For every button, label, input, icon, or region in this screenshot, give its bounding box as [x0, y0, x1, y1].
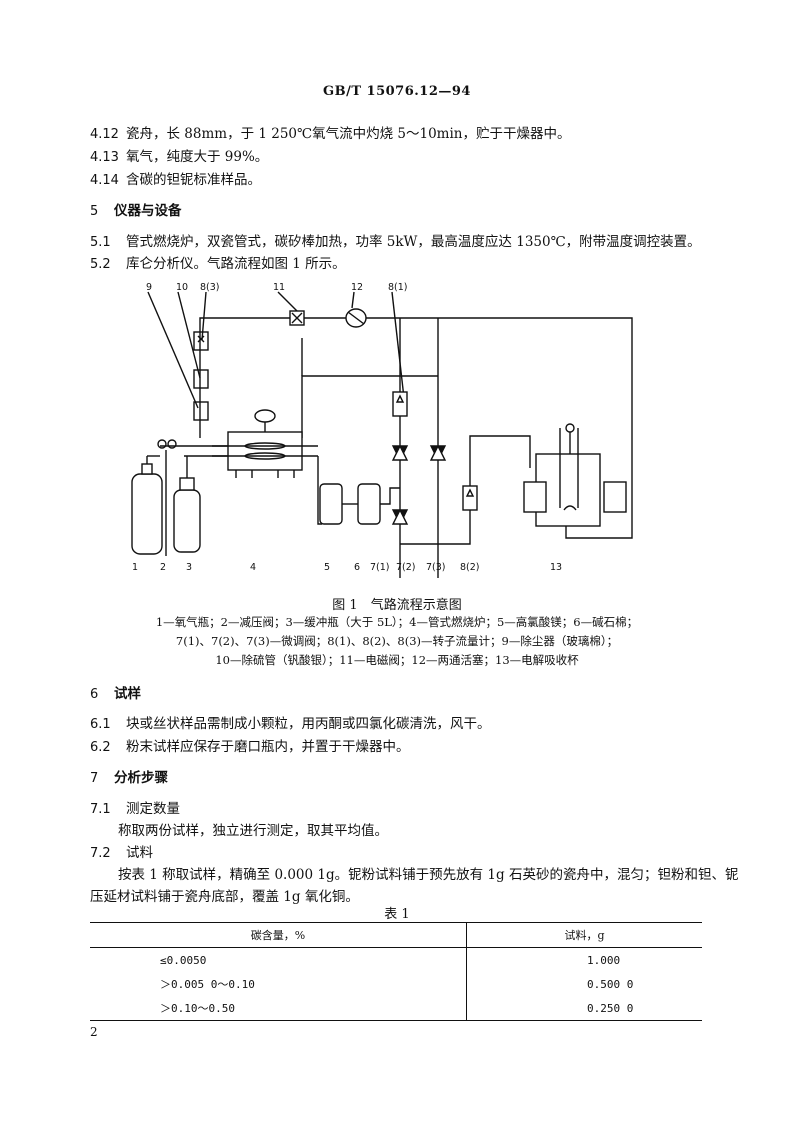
- item-text: 氧气，纯度大于 99%。: [126, 149, 269, 165]
- table-row: ≤0.0050 1.000: [90, 947, 702, 972]
- label-1: 1: [132, 562, 138, 573]
- reducing-valve-2: [157, 439, 167, 449]
- section-6-heading: 6 试样: [90, 682, 141, 702]
- item-number: 4.12: [90, 127, 119, 142]
- gas-flow-diagram: 9 10 8(3) 11 12 8(1): [131, 282, 633, 578]
- table-header-mass: 试料，g: [466, 922, 702, 948]
- rotameter-8-3: [193, 331, 209, 351]
- item-text: 瓷舟，长 88mm，于 1 250℃氧气流中灼烧 5～10min，贮于干燥器中。: [126, 126, 571, 142]
- label-5: 5: [324, 562, 330, 573]
- table-row: ＞0.10～0.50 0.250 0: [90, 996, 702, 1021]
- sample-mass-table: 碳含量，% 试料，g ≤0.0050 1.000 ＞0.005 0～0.10 0…: [90, 922, 702, 1021]
- label-8-1: 8(1): [388, 282, 408, 293]
- label-7-2: 7(2): [396, 562, 416, 573]
- tube-furnace-4: [227, 431, 303, 471]
- item-text: 管式燃烧炉，双瓷管式，碳矽棒加热，功率 5kW，最高温度应达 1350℃，附带温…: [126, 234, 701, 250]
- section-number: 7: [90, 771, 99, 786]
- section-7-heading: 7 分析步骤: [90, 766, 168, 786]
- page-header: GB/T 15076.12—94: [323, 84, 471, 99]
- section-number: 6: [90, 687, 99, 702]
- paragraph-7-2-line: 按表 1 称取试样，精确至 0.000 1g。铌粉试料铺于预先放有 1g 石英砂…: [118, 867, 739, 883]
- item-text: 粉末试样应保存于磨口瓶内，并置于干燥器中。: [126, 739, 410, 755]
- section-title: 仪器与设备: [114, 203, 182, 219]
- item-5-2: 5.2 库仑分析仪。气路流程如图 1 所示。: [90, 252, 346, 272]
- item-text: 含碳的钽铌标准样品。: [126, 172, 261, 188]
- desulfurizer-10: [193, 369, 209, 389]
- table-cell: 0.250 0: [466, 996, 702, 1021]
- paragraph-7-1: 称取两份试样，独立进行测定，取其平均值。: [118, 823, 388, 839]
- table-cell: ＞0.10～0.50: [90, 996, 467, 1021]
- section-title: 试样: [114, 686, 141, 702]
- item-number: 4.14: [90, 173, 119, 188]
- magnesium-perchlorate-5: [319, 483, 343, 525]
- label-8-3: 8(3): [200, 282, 220, 293]
- item-text: 测定数量: [126, 801, 180, 817]
- item-text: 试料: [126, 845, 153, 861]
- figure-legend-line: 7(1)、7(2)、7(3)—微调阀；8(1)、8(2)、8(3)—转子流量计；…: [175, 634, 619, 648]
- table-header-carbon: 碳含量，%: [90, 922, 467, 948]
- item-number: 6.2: [90, 740, 111, 755]
- label-13: 13: [550, 562, 562, 573]
- label-8-2: 8(2): [460, 562, 480, 573]
- label-7-1: 7(1): [370, 562, 390, 573]
- item-6-1: 6.1 块或丝状样品需制成小颗粒，用丙酮或四氯化碳清洗，风干。: [90, 712, 491, 732]
- rotameter-8-2: [462, 485, 478, 511]
- label-4: 4: [250, 562, 256, 573]
- item-number: 6.1: [90, 717, 111, 732]
- label-2: 2: [160, 562, 166, 573]
- section-number: 5: [90, 204, 99, 219]
- figure-legend-line: 10—除硫管（钒酸银）；11—电磁阀；12—两通活塞；13—电解吸收杯: [215, 653, 579, 667]
- table-row: ＞0.005 0～0.10 0.500 0: [90, 972, 702, 996]
- item-4-14: 4.14 含碳的钽铌标准样品。: [90, 168, 261, 188]
- label-12: 12: [351, 282, 363, 293]
- table-title: 表 1: [384, 907, 410, 922]
- paragraph-7-2-line: 压延材试料铺于瓷舟底部，覆盖 1g 氧化铜。: [90, 889, 359, 905]
- label-10: 10: [176, 282, 188, 293]
- item-number: 4.13: [90, 150, 119, 165]
- label-7-3: 7(3): [426, 562, 446, 573]
- dust-remover-9: [193, 401, 209, 421]
- page-number: 2: [90, 1025, 98, 1039]
- electrolysis-cell-13: [535, 453, 601, 527]
- label-9: 9: [146, 282, 152, 293]
- item-4-12: 4.12 瓷舟，长 88mm，于 1 250℃氧气流中灼烧 5～10min，贮于干…: [90, 122, 570, 142]
- figure-legend-line: 1—氧气瓶；2—减压阀；3—缓冲瓶（大于 5L）；4—管式燃烧炉；5—高氯酸镁；…: [155, 615, 639, 629]
- oxygen-cylinder-1: [131, 473, 163, 555]
- table-cell: 1.000: [587, 953, 621, 967]
- item-7-1: 7.1 测定数量: [90, 797, 180, 817]
- item-text: 库仑分析仪。气路流程如图 1 所示。: [126, 256, 346, 272]
- item-4-13: 4.13 氧气，纯度大于 99%。: [90, 145, 268, 165]
- table-cell: 0.500 0: [587, 977, 634, 991]
- soda-asbestos-6: [357, 483, 381, 525]
- label-6: 6: [354, 562, 360, 573]
- item-7-2: 7.2 试料: [90, 841, 153, 861]
- buffer-bottle-3: [173, 489, 201, 553]
- rotameter-8-1: [392, 391, 408, 417]
- item-number: 5.1: [90, 235, 111, 250]
- table-cell: ≤0.0050: [90, 947, 467, 972]
- figure-caption: 图 1 气路流程示意图: [332, 598, 462, 613]
- item-number: 7.2: [90, 846, 111, 861]
- item-5-1: 5.1 管式燃烧炉，双瓷管式，碳矽棒加热，功率 5kW，最高温度应达 1350℃，…: [90, 230, 701, 250]
- section-5-heading: 5 仪器与设备: [90, 199, 182, 219]
- item-number: 5.2: [90, 257, 111, 272]
- section-title: 分析步骤: [114, 770, 168, 786]
- label-11: 11: [273, 282, 285, 293]
- item-text: 块或丝状样品需制成小颗粒，用丙酮或四氯化碳清洗，风干。: [126, 716, 491, 732]
- item-6-2: 6.2 粉末试样应保存于磨口瓶内，并置于干燥器中。: [90, 735, 410, 755]
- label-3: 3: [186, 562, 192, 573]
- item-number: 7.1: [90, 802, 111, 817]
- table-cell: ＞0.005 0～0.10: [90, 972, 467, 996]
